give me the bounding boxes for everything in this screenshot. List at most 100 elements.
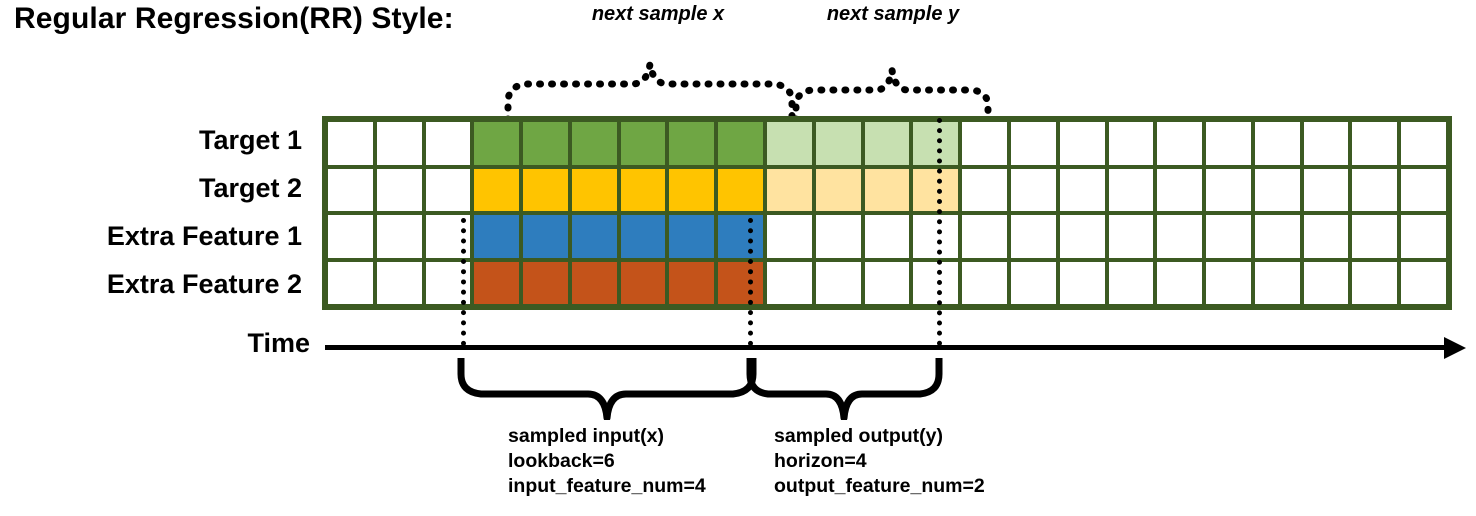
grid-cell-blank [1206,215,1251,258]
grid-cell-blank [1303,122,1349,165]
grid-cell-blank [376,215,422,258]
grid-cell-blank [1059,122,1105,165]
grid-cell-blank [913,215,959,258]
grid-cell-blank [962,122,1007,165]
grid-cell-blank [1303,215,1349,258]
grid-cell-blank [1206,168,1251,211]
grid-cell-blank [962,215,1007,258]
grid-cell-input [523,261,568,304]
caption-input: sampled input(x) lookback=6 input_featur… [508,424,706,499]
grid-cell-blank [962,261,1007,304]
grid-cell-blank [1157,261,1203,304]
annotation-next-sample-x: next sample x [591,3,725,25]
caption-input-line-2: lookback=6 [508,450,615,472]
grid-cell-blank [1254,215,1300,258]
grid-cell-blank [1157,168,1203,211]
grid-cell-blank [1401,215,1446,258]
grid-cell-blank [1059,168,1105,211]
grid-cell-blank [328,215,373,258]
row-label-target-2: Target 2 [198,173,302,203]
grid-cell-input [620,215,666,258]
grid-cell-blank [1010,215,1056,258]
grid-cell-input [523,215,568,258]
grid-row [326,213,1448,260]
page-title: Regular Regression(RR) Style: [14,2,454,35]
grid-cell-blank [864,261,910,304]
grid-cell-blank [1303,168,1349,211]
grid-cell-blank [1303,261,1349,304]
grid-cell-input [718,261,764,304]
grid-cell-input [620,168,666,211]
grid-cell-blank [1010,261,1056,304]
caption-input-line-1: sampled input(x) [508,425,665,447]
grid-cell-input [620,261,666,304]
row-label-extra-feature-1: Extra Feature 1 [106,221,302,251]
grid-cell-input [669,122,715,165]
grid-cell-blank [1352,122,1398,165]
grid-cell-input [474,261,520,304]
grid-cell-blank [425,168,471,211]
row-label-extra-feature-2: Extra Feature 2 [106,269,302,299]
grid-cell-input [718,168,764,211]
grid-cell-blank [815,215,861,258]
grid-cell-blank [1108,261,1154,304]
grid-row [326,167,1448,214]
timeseries-grid [322,116,1452,310]
grid-cell-blank [425,122,471,165]
bottom-brace-output [746,358,943,420]
grid-cell-blank [1352,261,1398,304]
grid-cell-blank [767,215,812,258]
top-brace-output [792,69,992,122]
grid-cell-input [669,168,715,211]
grid-cell-blank [1059,215,1105,258]
grid-cell-blank [1401,122,1446,165]
grid-cell-blank [767,261,812,304]
caption-output: sampled output(y) horizon=4 output_featu… [774,424,985,499]
caption-input-line-3: input_feature_num=4 [508,475,706,497]
caption-output-line-2: horizon=4 [774,450,867,472]
grid-row [326,260,1448,307]
grid-cell-input [669,215,715,258]
time-axis-label: Time [247,328,310,358]
grid-cell-blank [1206,261,1251,304]
grid-cell-blank [1108,168,1154,211]
grid-cell-output [913,122,959,165]
time-axis-arrow-icon [1444,337,1466,359]
grid-cell-blank [1401,261,1446,304]
grid-cell-input [718,122,764,165]
grid-cell-blank [864,215,910,258]
grid-cell-output [864,168,910,211]
grid-cell-output [815,168,861,211]
annotation-next-sample-y: next sample y [826,3,960,25]
grid-cell-output [767,168,812,211]
grid-cell-output [767,122,812,165]
grid-cell-input [571,215,617,258]
grid-cell-output [913,168,959,211]
grid-cell-blank [1254,168,1300,211]
grid-cell-input [523,168,568,211]
bottom-brace-input [457,358,757,420]
grid-cell-input [474,168,520,211]
caption-output-line-1: sampled output(y) [774,425,943,447]
grid-cell-output [815,122,861,165]
grid-cell-input [571,168,617,211]
top-brace-input [504,63,796,122]
grid-cell-input [718,215,764,258]
grid-cell-blank [1108,122,1154,165]
guide-line-output-end [937,118,942,346]
grid-cell-blank [1157,215,1203,258]
grid-cell-blank [1059,261,1105,304]
grid-cell-input [571,122,617,165]
grid-cell-blank [1157,122,1203,165]
grid-row [326,120,1448,167]
grid-cell-blank [962,168,1007,211]
grid-cell-input [474,122,520,165]
grid-cell-blank [376,261,422,304]
grid-cell-blank [1010,168,1056,211]
grid-cell-blank [328,261,373,304]
grid-cell-blank [328,122,373,165]
grid-cell-input [669,261,715,304]
grid-cell-output [864,122,910,165]
grid-cell-input [571,261,617,304]
